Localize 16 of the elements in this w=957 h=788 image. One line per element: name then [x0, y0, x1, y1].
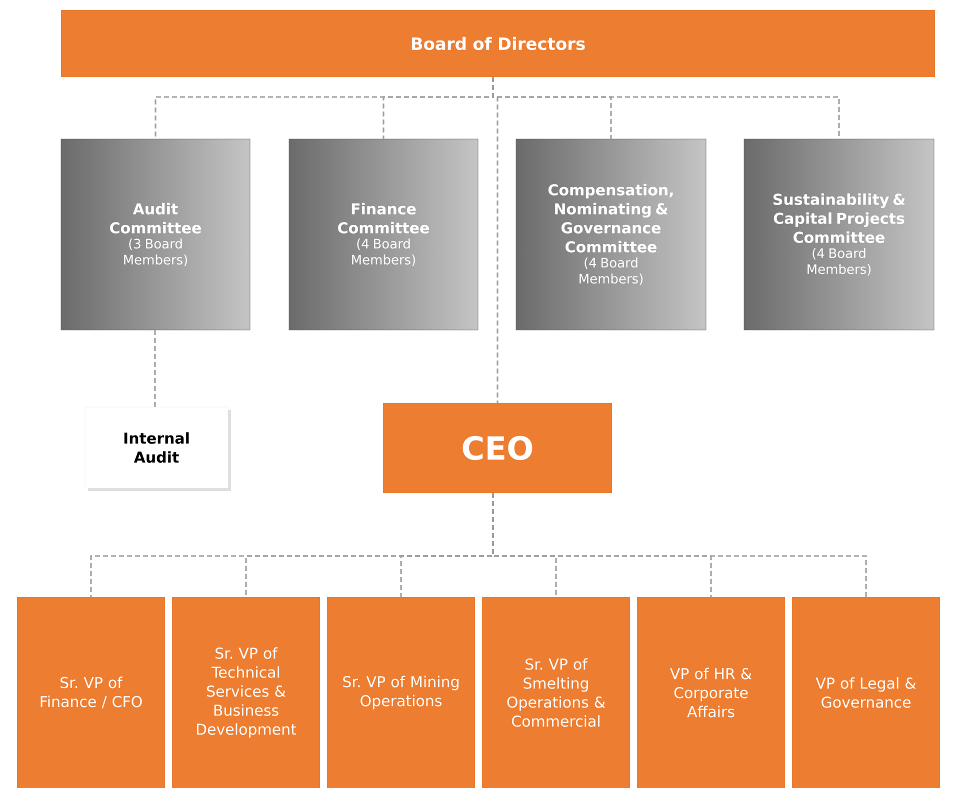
- connector-line: [492, 77, 498, 403]
- ceo-box: CEO: [383, 403, 612, 493]
- committee-box: Audit Committee (3 Board Members): [60, 138, 250, 330]
- connector-line: [492, 493, 867, 597]
- audit-box: Internal Audit: [84, 406, 231, 491]
- connector-line: [154, 330, 156, 407]
- executive-box: Sr. VP of Technical Services & Business Development: [172, 597, 320, 788]
- executive-box: VP of Legal & Governance: [792, 597, 940, 788]
- board-box: Board of Directors: [61, 10, 936, 77]
- committee-box: Finance Committee (4 Board Members): [288, 138, 478, 330]
- executive-box: Sr. VP of Smelting Operations & Commercial: [482, 597, 630, 788]
- committee-box: Compensation, Nominating & Governance Committee (4 Board Members): [516, 138, 706, 330]
- executive-box: Sr. VP of Finance / CFO: [17, 597, 165, 788]
- committee-box: Sustainability & Capital Projects Committee (4 Board Members): [744, 138, 934, 330]
- executive-box: Sr. VP of Mining Operations: [327, 597, 475, 788]
- executive-box: VP of HR & Corporate Affairs: [637, 597, 785, 788]
